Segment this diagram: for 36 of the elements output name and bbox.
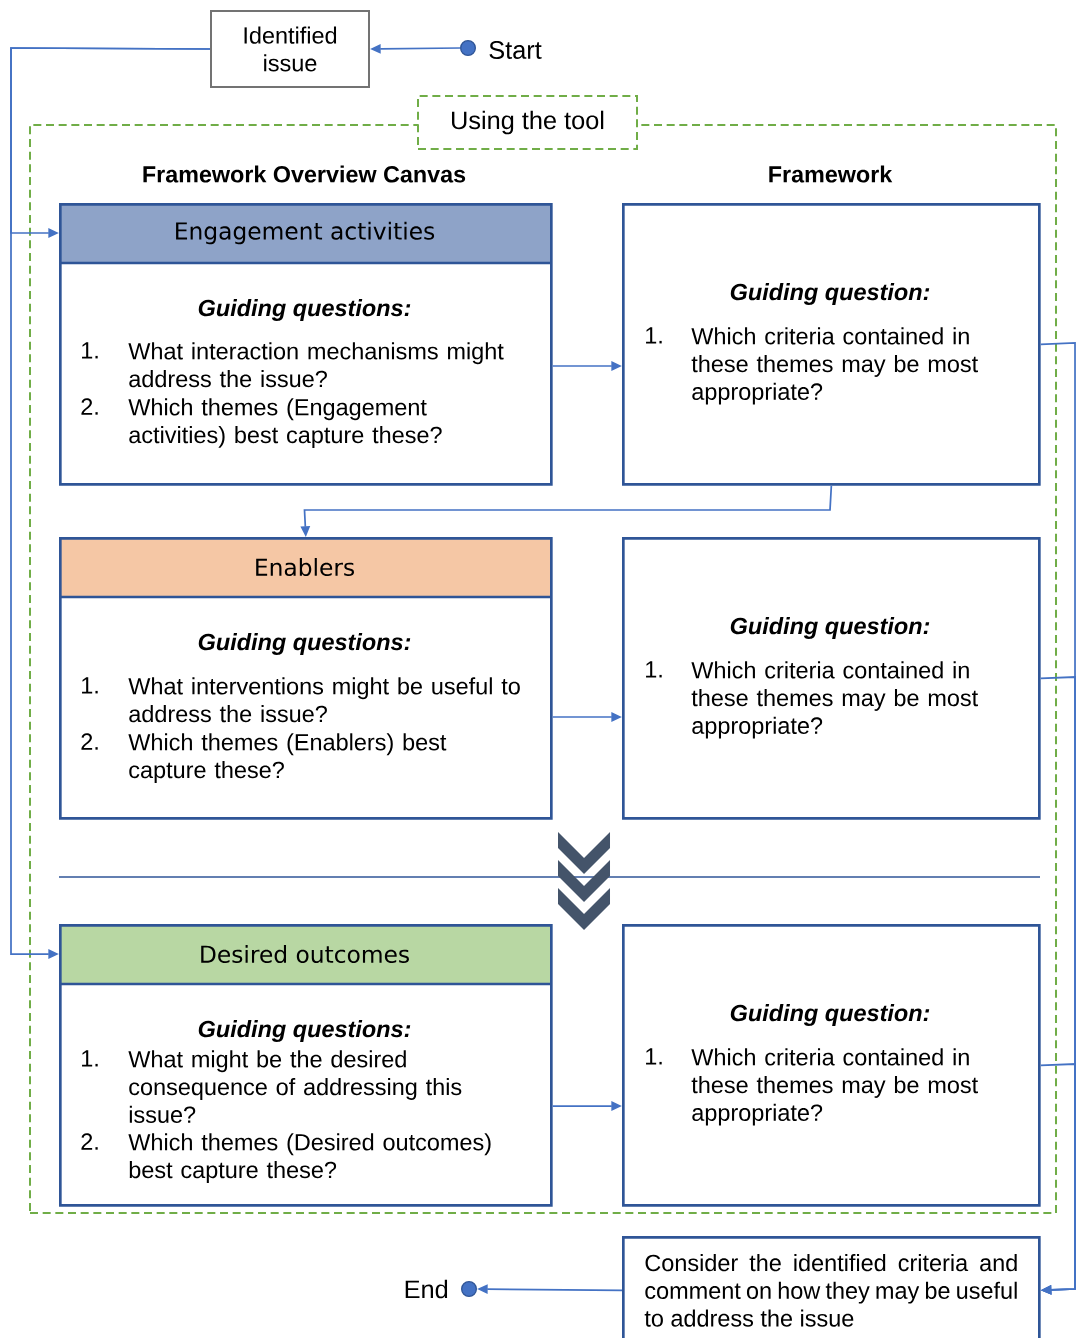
list-item: What interaction mechanisms might address the issue? bbox=[128, 342, 504, 388]
arrow bbox=[1039, 1063, 1076, 1295]
list-item: What might be the desired consequence of addressing this issue? bbox=[128, 1050, 462, 1123]
note-box: Consider the identified criteria and comment on how they may be useful to address the issue bbox=[622, 1236, 1041, 1338]
list-item: Which criteria contained in these themes may be most appropriate? bbox=[691, 661, 978, 739]
list-number: 2. bbox=[81, 1133, 98, 1150]
arrow bbox=[10, 47, 211, 959]
list-item: Which criteria contained in these themes may be most appropriate? bbox=[691, 1048, 978, 1126]
card-title: Desired outcomes bbox=[201, 945, 409, 964]
question-heading: Guiding question: bbox=[730, 283, 930, 305]
list-number: 1. bbox=[646, 661, 662, 678]
list-number: 2. bbox=[81, 733, 98, 750]
column-heading: Framework bbox=[769, 165, 893, 183]
list-number: 1. bbox=[82, 1050, 98, 1067]
list-item: Which themes (Enablers) best capture these? bbox=[128, 733, 447, 783]
card-title: Enablers bbox=[256, 557, 354, 577]
list-item: Which themes (Engagement activities) best capture these? bbox=[128, 398, 442, 448]
terminal-label: End bbox=[405, 1279, 448, 1299]
list-number: 1. bbox=[82, 677, 98, 694]
list-item: What interventions might be useful to address the issue? bbox=[128, 677, 520, 723]
list-number: 1. bbox=[82, 342, 98, 359]
card-title: Engagement activities bbox=[176, 221, 435, 245]
terminal-label: Start bbox=[489, 41, 542, 59]
list-item: Which criteria contained in these themes may be most appropriate? bbox=[691, 327, 978, 405]
question-heading: Guiding questions: bbox=[198, 633, 411, 655]
column-heading: Framework Overview Canvas bbox=[143, 165, 466, 183]
list-number: 1. bbox=[646, 327, 662, 344]
question-heading: Guiding questions: bbox=[198, 1020, 411, 1042]
list-number: 2. bbox=[81, 398, 98, 415]
question-heading: Guiding question: bbox=[730, 617, 930, 639]
list-number: 1. bbox=[646, 1048, 662, 1065]
tag-box: Using the tool bbox=[417, 95, 638, 150]
list-item: Which themes (Desired outcomes) best capture these? bbox=[128, 1133, 491, 1183]
question-heading: Guiding questions: bbox=[198, 299, 411, 321]
process-box: Identified issue bbox=[210, 10, 370, 88]
question-heading: Guiding question: bbox=[730, 1004, 930, 1026]
